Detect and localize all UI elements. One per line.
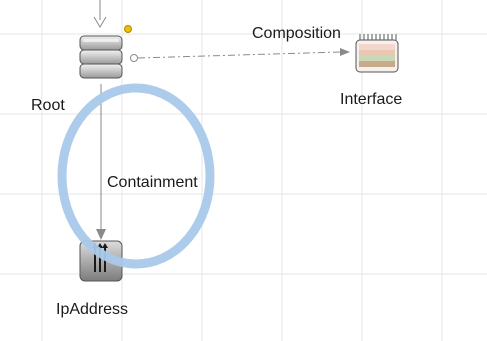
highlight-ellipse [57,83,215,269]
node-interface[interactable]: Interface [340,34,402,108]
containment-edge[interactable] [96,84,106,240]
interface-label: Interface [340,91,402,108]
network-card-icon [355,34,399,73]
status-indicator-icon [124,25,132,33]
node-root[interactable]: Root [31,25,132,115]
server-stack-icon [79,35,123,79]
ipaddress-label: IpAddress [56,301,128,318]
composition-edge[interactable] [130,48,351,62]
incoming-edge [93,0,107,28]
root-label: Root [31,97,65,114]
composition-label: Composition [252,25,341,42]
containment-label: Containment [107,174,198,191]
